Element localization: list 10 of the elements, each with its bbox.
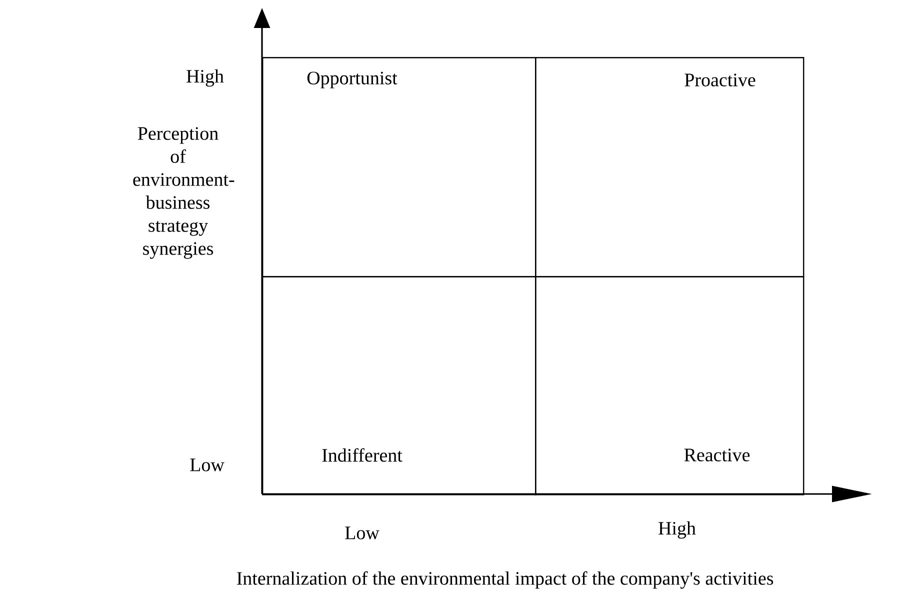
axis-label: High — [658, 521, 696, 539]
axis-label: Low — [190, 458, 224, 472]
axis-label: Perception of environment-business strategy synergies — [133, 127, 234, 259]
quadrant-box: Opportunist — [262, 57, 536, 278]
axis-label: Low — [345, 526, 380, 540]
quadrant-box: Proactive — [535, 57, 804, 278]
axis-label: High — [186, 69, 224, 87]
quadrant-box: Indifferent — [262, 276, 536, 496]
quadrant-box: Reactive — [535, 276, 804, 496]
axis-label: Internalization of the environmental impact of the company's activities — [237, 571, 774, 589]
